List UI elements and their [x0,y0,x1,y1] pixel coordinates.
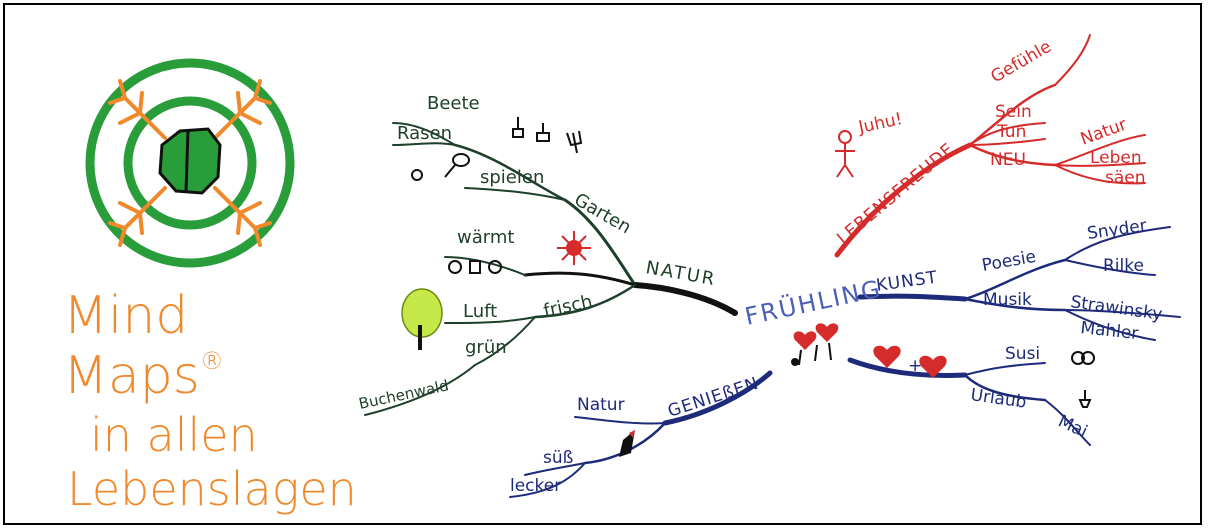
center-node: FRÜHLING [742,274,884,366]
sun-icon [557,231,591,265]
node-gruen: grün [465,337,507,358]
node-sein: Sein [995,102,1032,122]
chocolate-icon [619,430,635,457]
node-natur-blue: Natur [577,395,625,415]
node-natur-red: Natur [1078,115,1130,150]
stick-figure-icon [835,130,855,178]
node-mahler: Mahler [1079,318,1139,344]
node-fruehling: FRÜHLING [742,274,884,331]
title-line-3: Lebenslagen [67,462,357,517]
mindmap-frame: Mind Maps® in allen Lebenslagen NATUR Ga… [3,3,1202,525]
rings-icon [1071,351,1095,365]
logo-title: Mind Maps® in allen Lebenslagen [55,286,357,517]
node-buchenwald: Buchenwald [357,376,450,413]
node-geniessen: GENIEßEN [665,374,761,422]
node-tun: Tun [996,122,1026,142]
node-rasen: Rasen [397,123,452,144]
title-line-1: Mind Maps [63,286,200,406]
garden-tools-icon [512,117,583,154]
tree-icon [401,288,443,350]
node-beete: Beete [427,93,480,114]
logo-outer-ring [85,58,295,268]
racket-icon [411,153,470,181]
thermometer-icons [448,260,502,274]
node-leben: Leben [1090,148,1142,168]
node-spielen: spielen [480,167,544,188]
node-neu: NEU [990,150,1026,170]
node-rilke: Rilke [1103,256,1144,276]
node-suess: süß [543,448,573,468]
hearts-icon [873,345,947,378]
node-mai: Mai [1055,411,1090,442]
registered-mark: ® [199,346,224,375]
boat-icon [1078,390,1092,408]
liebe-branch [847,357,1091,446]
flowers-icon [791,323,839,366]
node-waermt: wärmt [457,227,514,248]
node-juhu: Juhu! [856,109,904,138]
node-urlaub: Urlaub [969,385,1027,413]
logo-brain-shape [158,127,222,195]
lebensfreude-branch [834,34,1146,258]
node-gefuehle: Gefühle [988,37,1055,88]
node-frisch: frisch [542,291,595,322]
title-line-2: in allen [90,407,258,462]
node-luft: Luft [463,301,497,322]
node-snyder: Snyder [1086,216,1148,244]
node-susi: Susi [1005,344,1040,364]
node-lebensfreude: LEBENSFREUDE [833,139,958,249]
node-kunst: KUNST [875,268,939,296]
node-saeen: säen [1105,168,1146,188]
logo-inner-ring [123,96,257,230]
logo-orange-branches [108,79,272,247]
node-musik: Musik [983,290,1032,310]
natur-branch [364,122,738,416]
mindmap-diagram: NATUR Garten Beete Rasen spielen wärmt f… [357,34,1181,498]
mindmap-logo [85,58,295,268]
node-lecker: lecker [510,476,561,496]
node-plus: + [908,356,922,376]
kunst-branch [857,226,1181,341]
